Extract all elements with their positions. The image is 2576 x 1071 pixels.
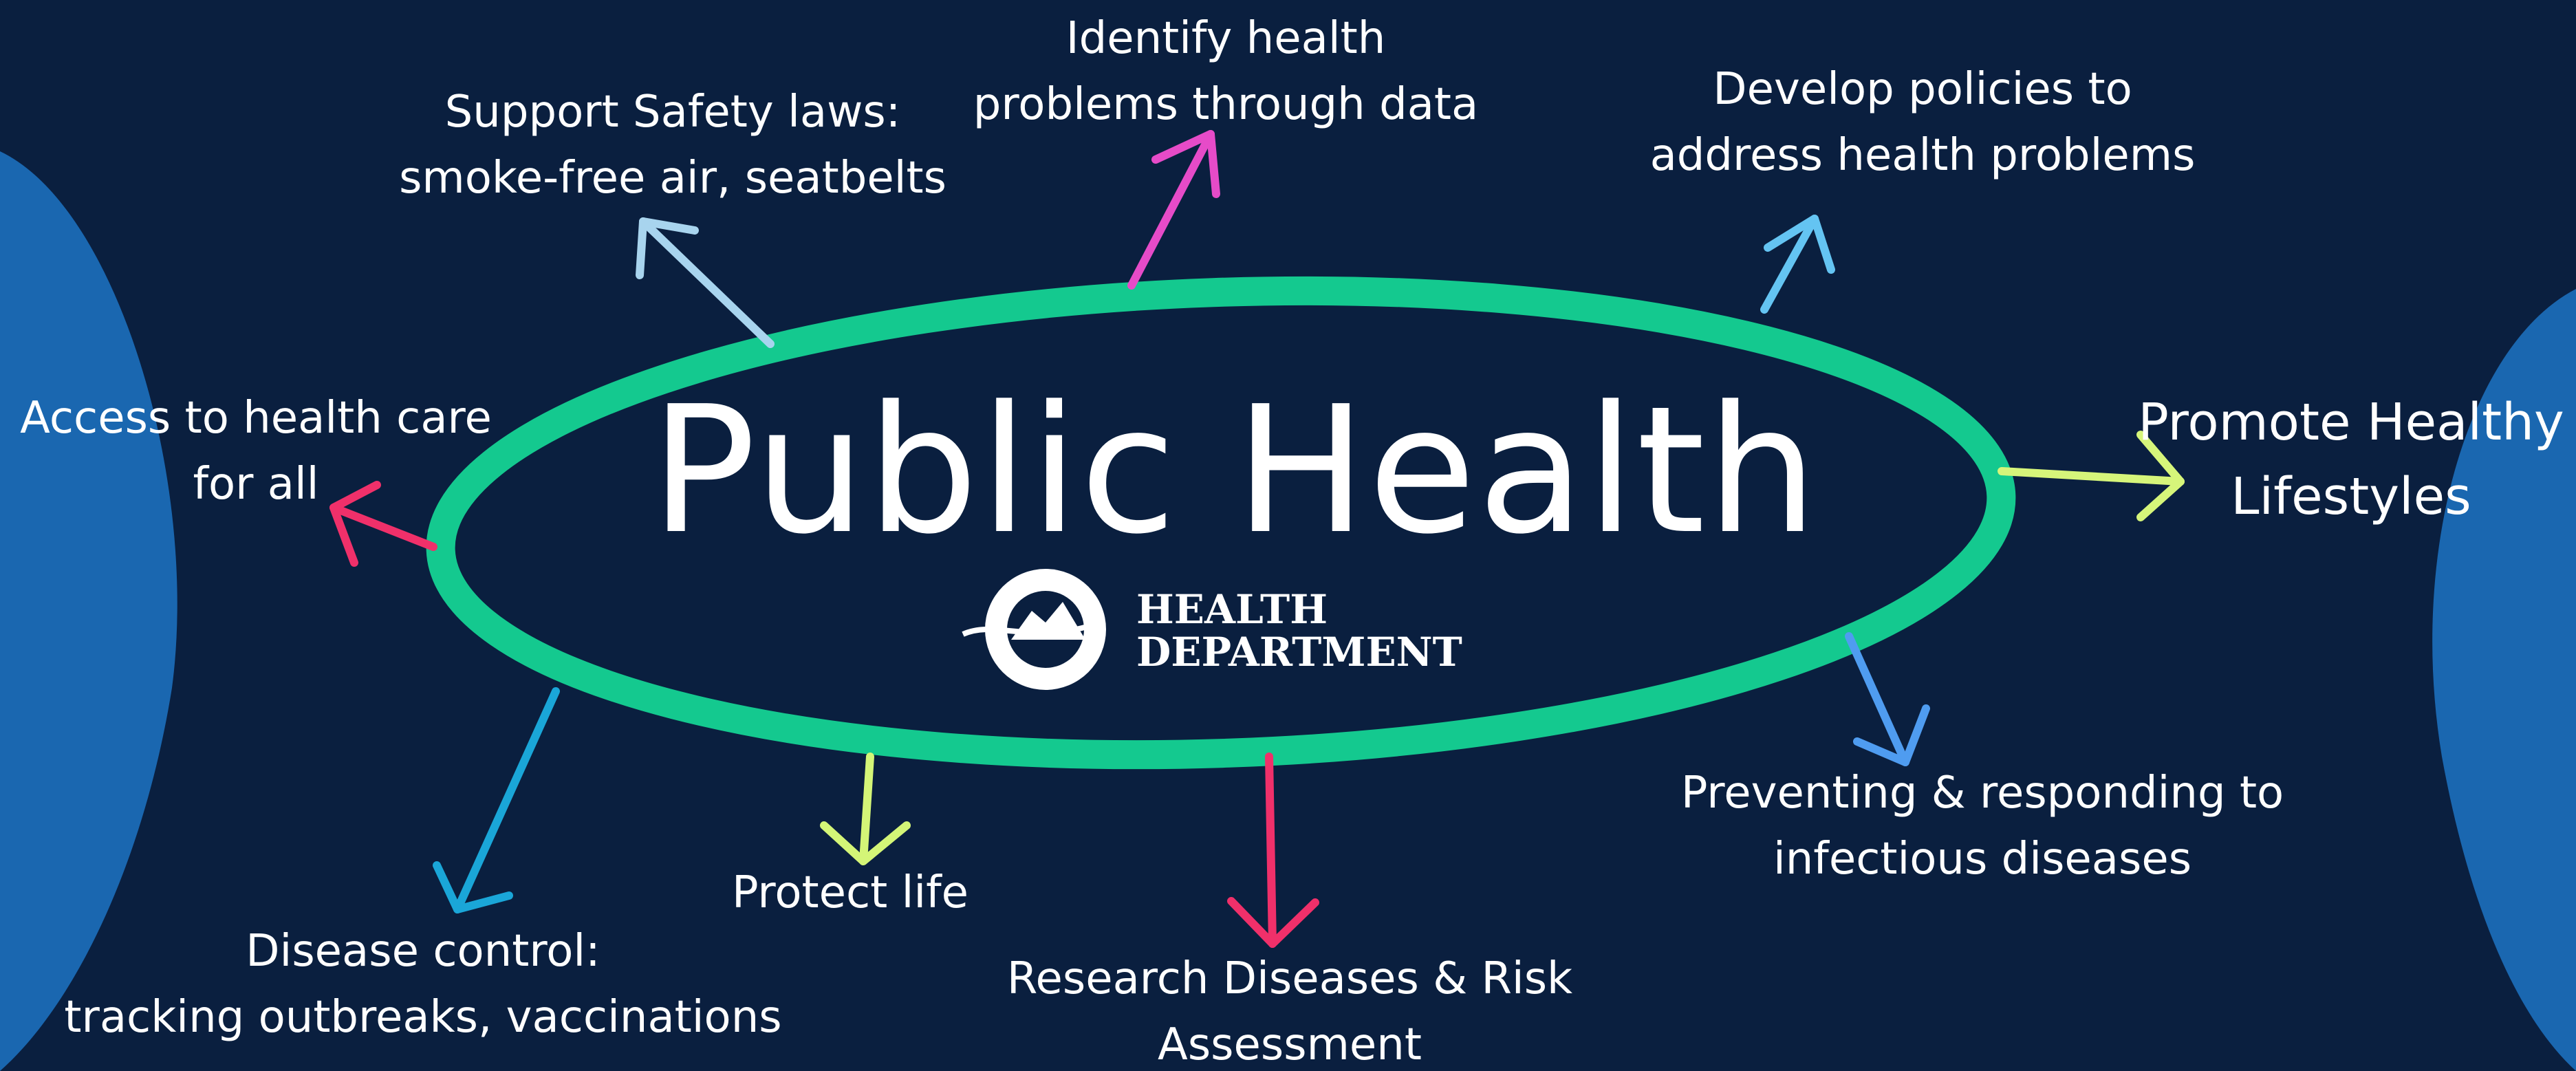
node-preventing: Preventing & responding to infectious di… (1681, 760, 2284, 892)
left-corner-accent (0, 151, 177, 1071)
node-develop-line-1: Develop policies to (1713, 64, 2132, 115)
right-corner-accent (2432, 289, 2576, 1071)
health-department-logo-text: HEALTH DEPARTMENT (1136, 588, 1462, 673)
node-preventing-line-2: infectious diseases (1773, 834, 2192, 885)
node-access: Access to health care for all (20, 385, 492, 517)
diagram-title: Public Health (650, 369, 1819, 573)
health-department-seal (962, 569, 1106, 690)
node-support-line-2: smoke-free air, seatbelts (399, 153, 946, 204)
node-identify-line-2: problems through data (973, 79, 1479, 130)
node-support: Support Safety laws: smoke-free air, sea… (399, 79, 946, 211)
arrow-disease (433, 687, 560, 913)
node-promote: Promote Healthy Lifestyles (2138, 385, 2564, 534)
node-research: Research Diseases & Risk Assessment (1007, 946, 1572, 1071)
node-research-line-2: Assessment (1158, 1019, 1422, 1070)
node-protect: Protect life (732, 860, 968, 926)
node-develop-line-2: address health problems (1649, 130, 2196, 181)
node-preventing-line-1: Preventing & responding to (1680, 768, 2284, 819)
node-disease-line-1: Disease control: (246, 926, 600, 977)
arrow-protect (820, 753, 911, 865)
node-identify: Identify health problems through data (973, 6, 1478, 138)
node-disease: Disease control: tracking outbreaks, vac… (64, 918, 781, 1050)
node-protect-line-1: Protect life (731, 867, 969, 918)
node-develop: Develop policies to address health probl… (1650, 56, 2196, 188)
central-ellipse (426, 276, 2016, 770)
arrow-preventing (1845, 632, 1930, 766)
node-identify-line-1: Identify health (1065, 13, 1386, 64)
logo-line-1: HEALTH (1136, 586, 1328, 633)
node-promote-line-1: Promote Healthy (2138, 393, 2564, 452)
node-disease-line-2: tracking outbreaks, vaccinations (64, 992, 782, 1043)
arrows-group (329, 130, 2185, 948)
arrow-develop (1760, 215, 1835, 314)
arrow-promote (1998, 431, 2185, 521)
node-access-line-1: Access to health care (20, 393, 492, 444)
arrow-support (636, 217, 775, 348)
node-research-line-1: Research Diseases & Risk (1006, 953, 1573, 1004)
arrow-research (1227, 753, 1319, 948)
arrow-access (329, 481, 437, 567)
arrow-identify (1127, 130, 1220, 290)
node-promote-line-2: Lifestyles (2231, 467, 2471, 526)
node-support-line-1: Support Safety laws: (444, 87, 901, 138)
logo-line-2: DEPARTMENT (1136, 629, 1462, 675)
node-access-line-2: for all (193, 459, 319, 510)
